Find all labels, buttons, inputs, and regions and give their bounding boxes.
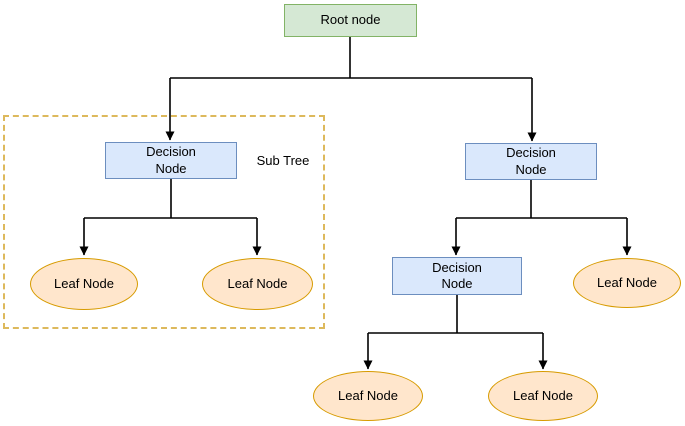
leaf-node-5: Leaf Node bbox=[488, 371, 598, 421]
subtree-dashed-frame bbox=[3, 115, 325, 329]
leaf-node-3: Leaf Node bbox=[573, 258, 681, 308]
decision-node-right: Decision Node bbox=[465, 143, 597, 180]
leaf-node-2: Leaf Node bbox=[202, 258, 313, 310]
leaf-node-4: Leaf Node bbox=[313, 371, 423, 421]
decision-node-mid: Decision Node bbox=[392, 257, 522, 295]
leaf-node-1: Leaf Node bbox=[30, 258, 138, 310]
root-node: Root node bbox=[284, 4, 417, 37]
subtree-label: Sub Tree bbox=[256, 153, 310, 168]
decision-node-left: Decision Node bbox=[105, 142, 237, 179]
